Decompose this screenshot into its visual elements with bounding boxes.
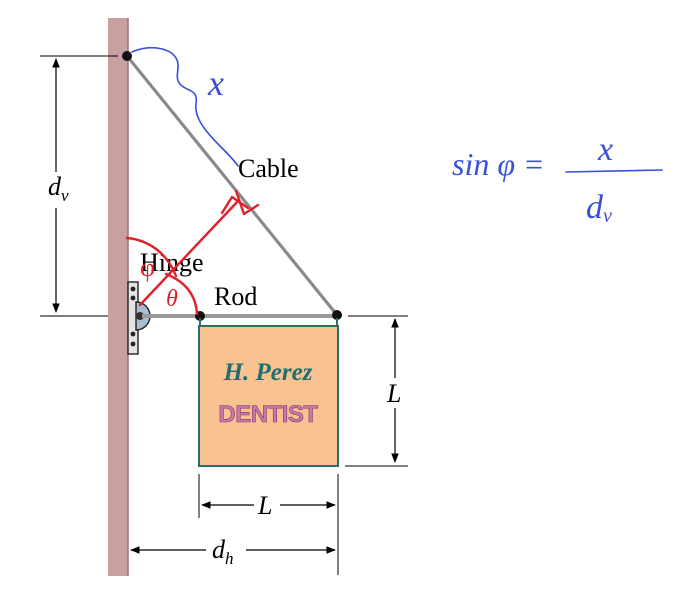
x-mark: x (207, 63, 224, 103)
cable-label: Cable (238, 154, 299, 183)
equation-denominator: dv (586, 189, 612, 227)
cable-top-pivot (122, 51, 132, 61)
perpendicular-line (138, 199, 240, 307)
equation-left: sin φ = (452, 146, 545, 182)
phi-angle-arc (125, 236, 178, 278)
rod-label: Rod (214, 282, 257, 311)
equation-denominator-main: d (586, 189, 604, 226)
sign-profession: DENTIST (218, 401, 318, 428)
theta-mark: θ (166, 286, 178, 312)
dv-label: dv (48, 172, 69, 205)
right-angle-mark-tick (234, 189, 260, 216)
equation-numerator: x (597, 131, 613, 168)
sign-board (198, 325, 339, 467)
blue-annotations (131, 46, 663, 173)
equation-denominator-sub: v (603, 205, 612, 227)
dh-label: dh (212, 535, 234, 568)
cable (125, 54, 339, 317)
right-angle-mark (220, 195, 250, 215)
sign-name: H. Perez (223, 359, 313, 386)
equation-fraction-bar (565, 169, 663, 173)
dh-label-main: d (212, 535, 226, 564)
red-annotations (125, 189, 260, 316)
cable-segment-brace (131, 46, 239, 167)
phi-mark: φ (140, 253, 155, 282)
theta-angle-arc (164, 272, 199, 316)
dv-label-sub: v (61, 186, 69, 205)
L-right-label: L (386, 379, 401, 408)
wall (108, 18, 128, 576)
dh-label-sub: h (225, 549, 234, 568)
dv-label-main: d (48, 172, 62, 201)
L-bottom-label: L (257, 491, 272, 520)
rod-end-pivot (332, 310, 342, 320)
